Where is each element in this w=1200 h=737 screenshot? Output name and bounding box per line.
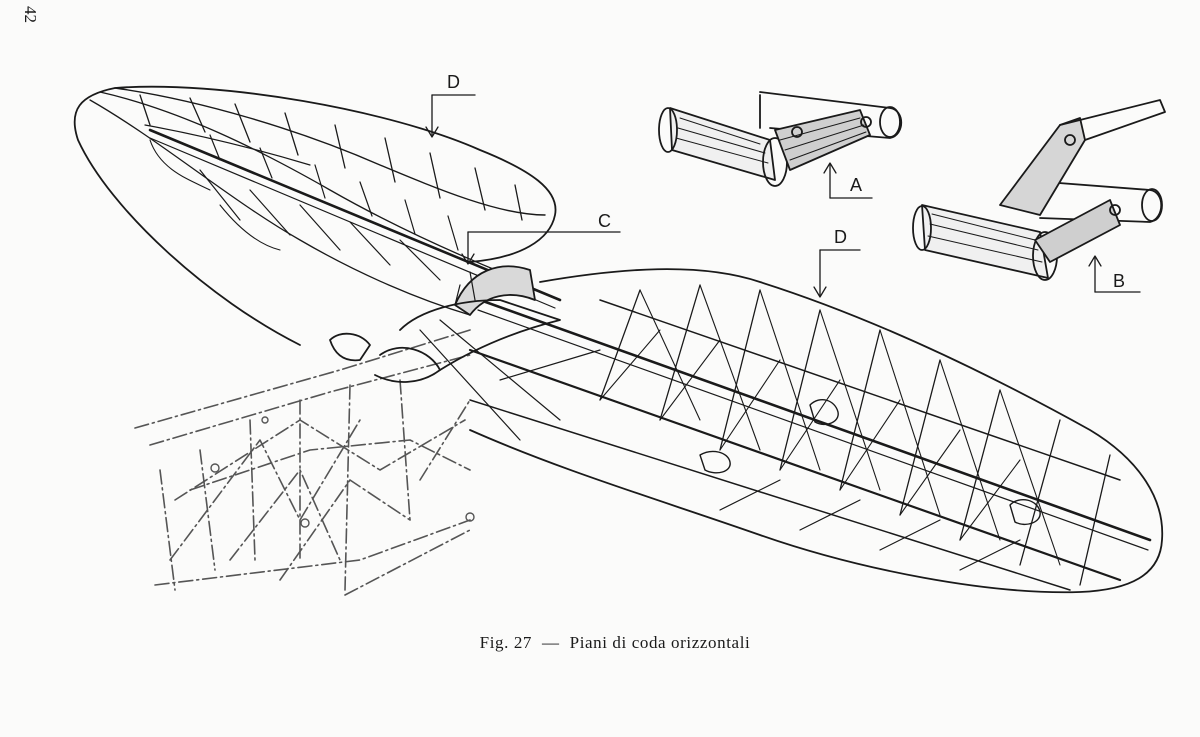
- callout-d-front: D: [834, 227, 847, 247]
- left-stabilizer: [73, 85, 562, 346]
- detail-a-fitting: [658, 91, 903, 187]
- callout-a: A: [850, 175, 863, 195]
- fuselage-frame: [134, 329, 471, 596]
- right-stabilizer: [468, 268, 1164, 594]
- fuselage-joints: [210, 416, 475, 528]
- figure-caption: Fig. 27 — Piani di coda orizzontali: [0, 633, 1200, 653]
- figure-title: Piani di coda orizzontali: [569, 633, 751, 652]
- figure-number: Fig. 27: [479, 633, 533, 652]
- callout-leaders: [425, 94, 1141, 298]
- detail-b-fitting: [912, 99, 1166, 281]
- callout-b: B: [1113, 271, 1126, 291]
- caption-dash: —: [542, 633, 560, 652]
- center-fitting: [329, 265, 601, 441]
- callout-d-rear: D: [447, 72, 460, 92]
- callout-c: C: [598, 211, 611, 231]
